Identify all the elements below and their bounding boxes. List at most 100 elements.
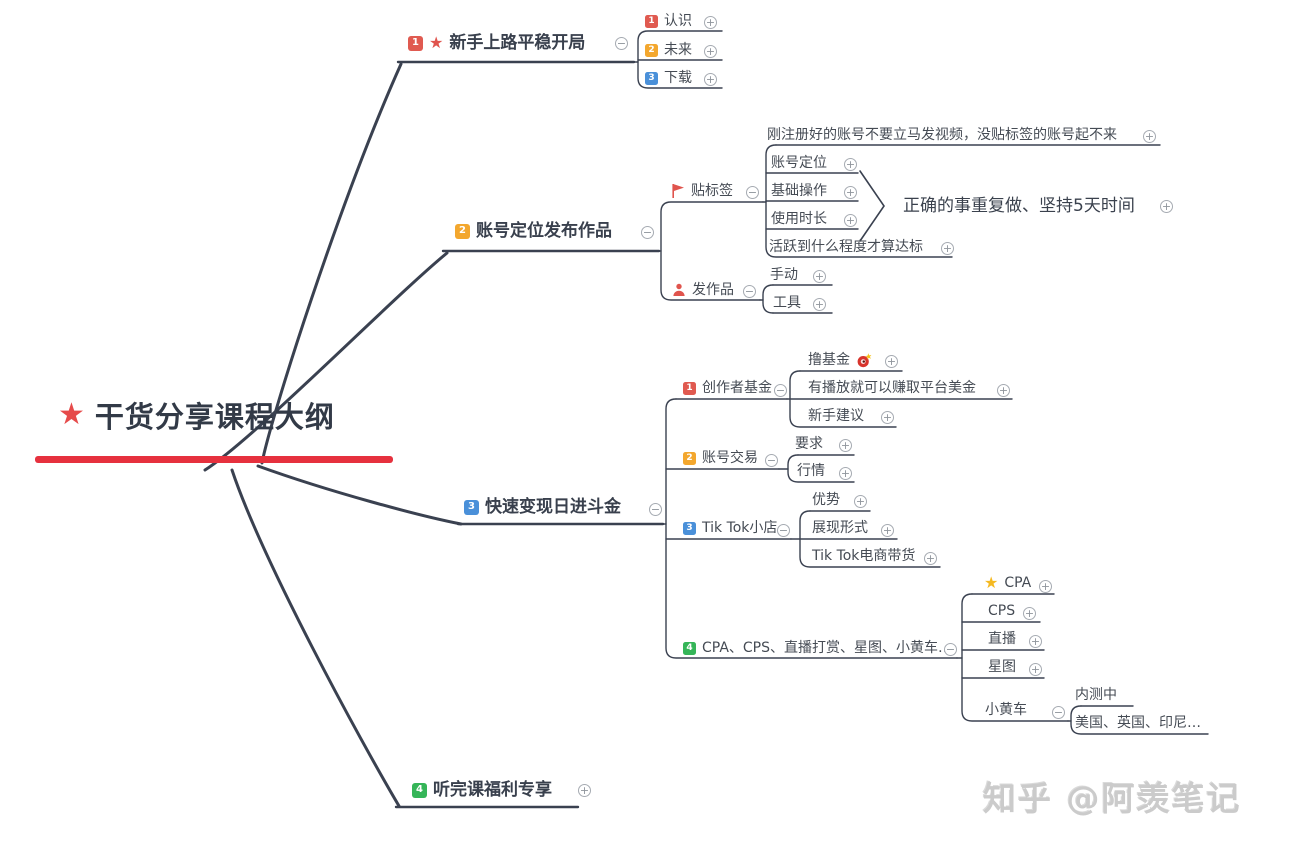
expand-icon[interactable]: + <box>1023 606 1036 620</box>
expand-icon[interactable]: + <box>885 354 898 368</box>
expand-icon[interactable]: + <box>704 72 717 86</box>
topic-label: 基础操作 <box>771 183 827 199</box>
topic-publish[interactable]: 发作品 <box>672 282 734 299</box>
topic-weilai[interactable]: 2 未来 <box>645 42 692 59</box>
topic-label: 内测中 <box>1075 687 1117 703</box>
central-underline <box>35 456 393 463</box>
topic-bofang[interactable]: 有播放就可以赚取平台美金 <box>808 380 976 397</box>
topic-renshi[interactable]: 1 认识 <box>645 13 692 30</box>
expand-icon[interactable]: + <box>1039 579 1052 593</box>
expand-icon[interactable]: + <box>844 157 857 171</box>
topic-gongju[interactable]: 工具 <box>773 295 801 312</box>
topic-tag-note[interactable]: 刚注册好的账号不要立马发视频，没贴标签的账号起不来 <box>767 127 1117 144</box>
expand-icon[interactable]: + <box>854 494 867 508</box>
summary-topic[interactable]: 正确的事重复做、坚持5天时间 <box>903 196 1135 216</box>
collapse-icon[interactable]: − <box>774 383 787 397</box>
topic-tiktok-shop[interactable]: 3 Tik Tok小店 <box>683 520 777 537</box>
expand-icon[interactable]: + <box>839 438 852 452</box>
flag-icon <box>672 183 685 199</box>
topic-xiazai[interactable]: 3 下载 <box>645 70 692 87</box>
topic-tag[interactable]: 贴标签 <box>672 183 733 200</box>
topic-account-positioning[interactable]: 2 账号定位发布作品 <box>455 221 612 241</box>
expand-icon[interactable]: + <box>941 241 954 255</box>
topic-label: 下载 <box>664 70 692 86</box>
topic-label: 账号定位 <box>771 155 827 171</box>
topic-creator-fund[interactable]: 1 创作者基金 <box>683 380 772 397</box>
topic-label: 行情 <box>797 463 825 479</box>
topic-label: 新手建议 <box>808 408 864 424</box>
topic-xingtu[interactable]: 星图 <box>988 659 1016 676</box>
topic-hangqing[interactable]: 行情 <box>797 463 825 480</box>
topic-label: 撸基金 <box>808 352 850 369</box>
priority-2-badge: 2 <box>683 451 696 465</box>
expand-icon[interactable]: + <box>881 523 894 537</box>
collapse-icon[interactable]: − <box>1052 705 1065 719</box>
topic-label: CPS <box>988 603 1016 619</box>
expand-icon[interactable]: + <box>578 783 591 797</box>
topic-label: 未来 <box>664 42 692 58</box>
person-icon <box>672 283 686 297</box>
expand-icon[interactable]: + <box>924 551 937 565</box>
topic-huoyue[interactable]: 活跃到什么程度才算达标 <box>769 239 923 256</box>
central-topic-label: 干货分享课程大纲 <box>94 400 335 434</box>
topic-jichucaozuo[interactable]: 基础操作 <box>771 183 827 200</box>
topic-label: 优势 <box>812 492 840 508</box>
expand-icon[interactable]: + <box>881 410 894 424</box>
collapse-icon[interactable]: − <box>944 642 957 656</box>
expand-icon[interactable]: + <box>844 213 857 227</box>
priority-1-badge: 1 <box>683 381 696 395</box>
topic-youshi[interactable]: 优势 <box>812 492 840 509</box>
topic-shoudong[interactable]: 手动 <box>770 267 798 284</box>
topic-cpa[interactable]: ★ CPA <box>984 575 1031 592</box>
topic-zhibo[interactable]: 直播 <box>988 631 1016 648</box>
topic-shiyongshichang[interactable]: 使用时长 <box>771 211 827 228</box>
expand-icon[interactable]: + <box>839 466 852 480</box>
topic-label: 使用时长 <box>771 211 827 227</box>
topic-monetization[interactable]: 3 快速变现日进斗金 <box>464 497 621 517</box>
priority-4-badge: 4 <box>683 641 696 655</box>
topic-label: 发作品 <box>692 282 734 298</box>
topic-zhanxianxingshi[interactable]: 展现形式 <box>812 520 868 537</box>
expand-icon[interactable]: + <box>813 297 826 311</box>
topic-getting-started[interactable]: 1 ★ 新手上路平稳开局 <box>408 33 585 53</box>
expand-icon[interactable]: + <box>844 185 857 199</box>
expand-icon[interactable]: + <box>997 383 1010 397</box>
topic-label: 听完课福利专享 <box>433 780 552 800</box>
collapse-icon[interactable]: − <box>641 225 654 239</box>
topic-label: CPA、CPS、直播打赏、星图、小黄车… <box>702 640 953 656</box>
sticker-emoji-icon <box>856 352 873 369</box>
collapse-icon[interactable]: − <box>777 523 790 537</box>
priority-3-badge: 3 <box>464 499 479 515</box>
expand-icon[interactable]: + <box>1029 634 1042 648</box>
topic-label: 活跃到什么程度才算达标 <box>769 239 923 255</box>
topic-zhanghaodingwei[interactable]: 账号定位 <box>771 155 827 172</box>
collapse-icon[interactable]: − <box>649 502 662 516</box>
topic-account-trade[interactable]: 2 账号交易 <box>683 450 758 467</box>
topic-xinshoujianyi[interactable]: 新手建议 <box>808 408 864 425</box>
central-topic[interactable]: ★ 干货分享课程大纲 <box>58 394 335 436</box>
collapse-icon[interactable]: − <box>743 284 756 298</box>
topic-yaoqiu[interactable]: 要求 <box>795 436 823 453</box>
collapse-icon[interactable]: − <box>615 36 628 50</box>
topic-lujijin[interactable]: 撸基金 <box>808 352 873 369</box>
expand-icon[interactable]: + <box>813 269 826 283</box>
expand-icon[interactable]: + <box>1143 129 1156 143</box>
topic-course-bonus[interactable]: 4 听完课福利专享 <box>412 780 552 800</box>
expand-icon[interactable]: + <box>704 15 717 29</box>
topic-label: Tik Tok电商带货 <box>812 548 916 564</box>
topic-xiaohuangche[interactable]: 小黄车 <box>985 702 1027 719</box>
expand-icon[interactable]: + <box>1029 662 1042 676</box>
topic-cpa-cps[interactable]: 4 CPA、CPS、直播打赏、星图、小黄车… <box>683 640 952 657</box>
expand-icon[interactable]: + <box>704 44 717 58</box>
expand-icon[interactable]: + <box>1160 199 1173 213</box>
collapse-icon[interactable]: − <box>746 185 759 199</box>
topic-neiceizhong[interactable]: 内测中 <box>1075 687 1117 704</box>
topic-label: 刚注册好的账号不要立马发视频，没贴标签的账号起不来 <box>767 127 1117 143</box>
topic-countries[interactable]: 美国、英国、印尼… <box>1075 715 1201 732</box>
star-icon: ★ <box>984 573 999 593</box>
topic-dianshang-daihuo[interactable]: Tik Tok电商带货 <box>812 548 915 565</box>
collapse-icon[interactable]: − <box>765 453 778 467</box>
topic-label: 认识 <box>664 13 692 29</box>
topic-cps[interactable]: CPS <box>988 603 1015 620</box>
topic-label: Tik Tok小店 <box>702 520 778 536</box>
